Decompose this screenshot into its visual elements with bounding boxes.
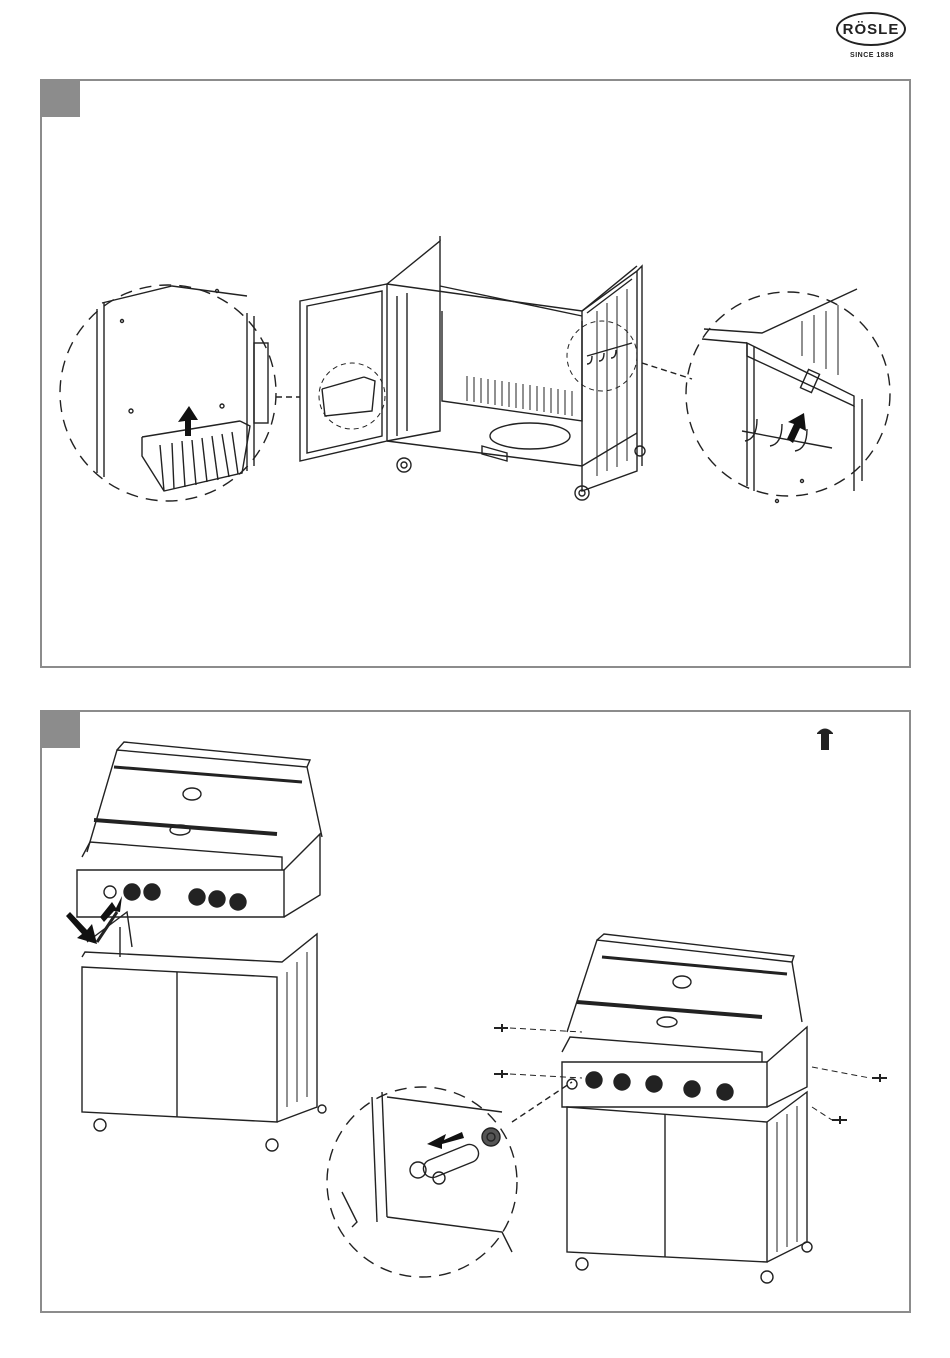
leader-line-battery xyxy=(512,1082,572,1122)
arrow-up-hooks xyxy=(787,413,806,443)
step-2-panel xyxy=(40,710,911,1313)
arrow-battery xyxy=(427,1132,464,1149)
open-cabinet xyxy=(300,236,645,500)
step-1-panel xyxy=(40,79,911,668)
battery-detail-circle xyxy=(327,1087,517,1277)
logo-oval: RÖSLE xyxy=(836,12,906,46)
cabinet-left xyxy=(82,912,326,1151)
leader-line-right xyxy=(642,363,692,379)
step-1-illustration xyxy=(42,81,913,670)
basket-detail-circle xyxy=(60,285,276,501)
arrow-up-basket xyxy=(178,406,198,436)
hook-detail-circle xyxy=(686,289,890,503)
brand-logo: RÖSLE SINCE 1888 xyxy=(834,12,912,66)
grill-head-left xyxy=(77,742,322,917)
brand-tagline: SINCE 1888 xyxy=(834,52,910,59)
screw-icon xyxy=(816,726,834,752)
grill-assembled xyxy=(562,934,812,1283)
brand-name: RÖSLE xyxy=(843,21,900,38)
screw-group xyxy=(494,1024,887,1124)
step-2-illustration xyxy=(42,712,913,1315)
